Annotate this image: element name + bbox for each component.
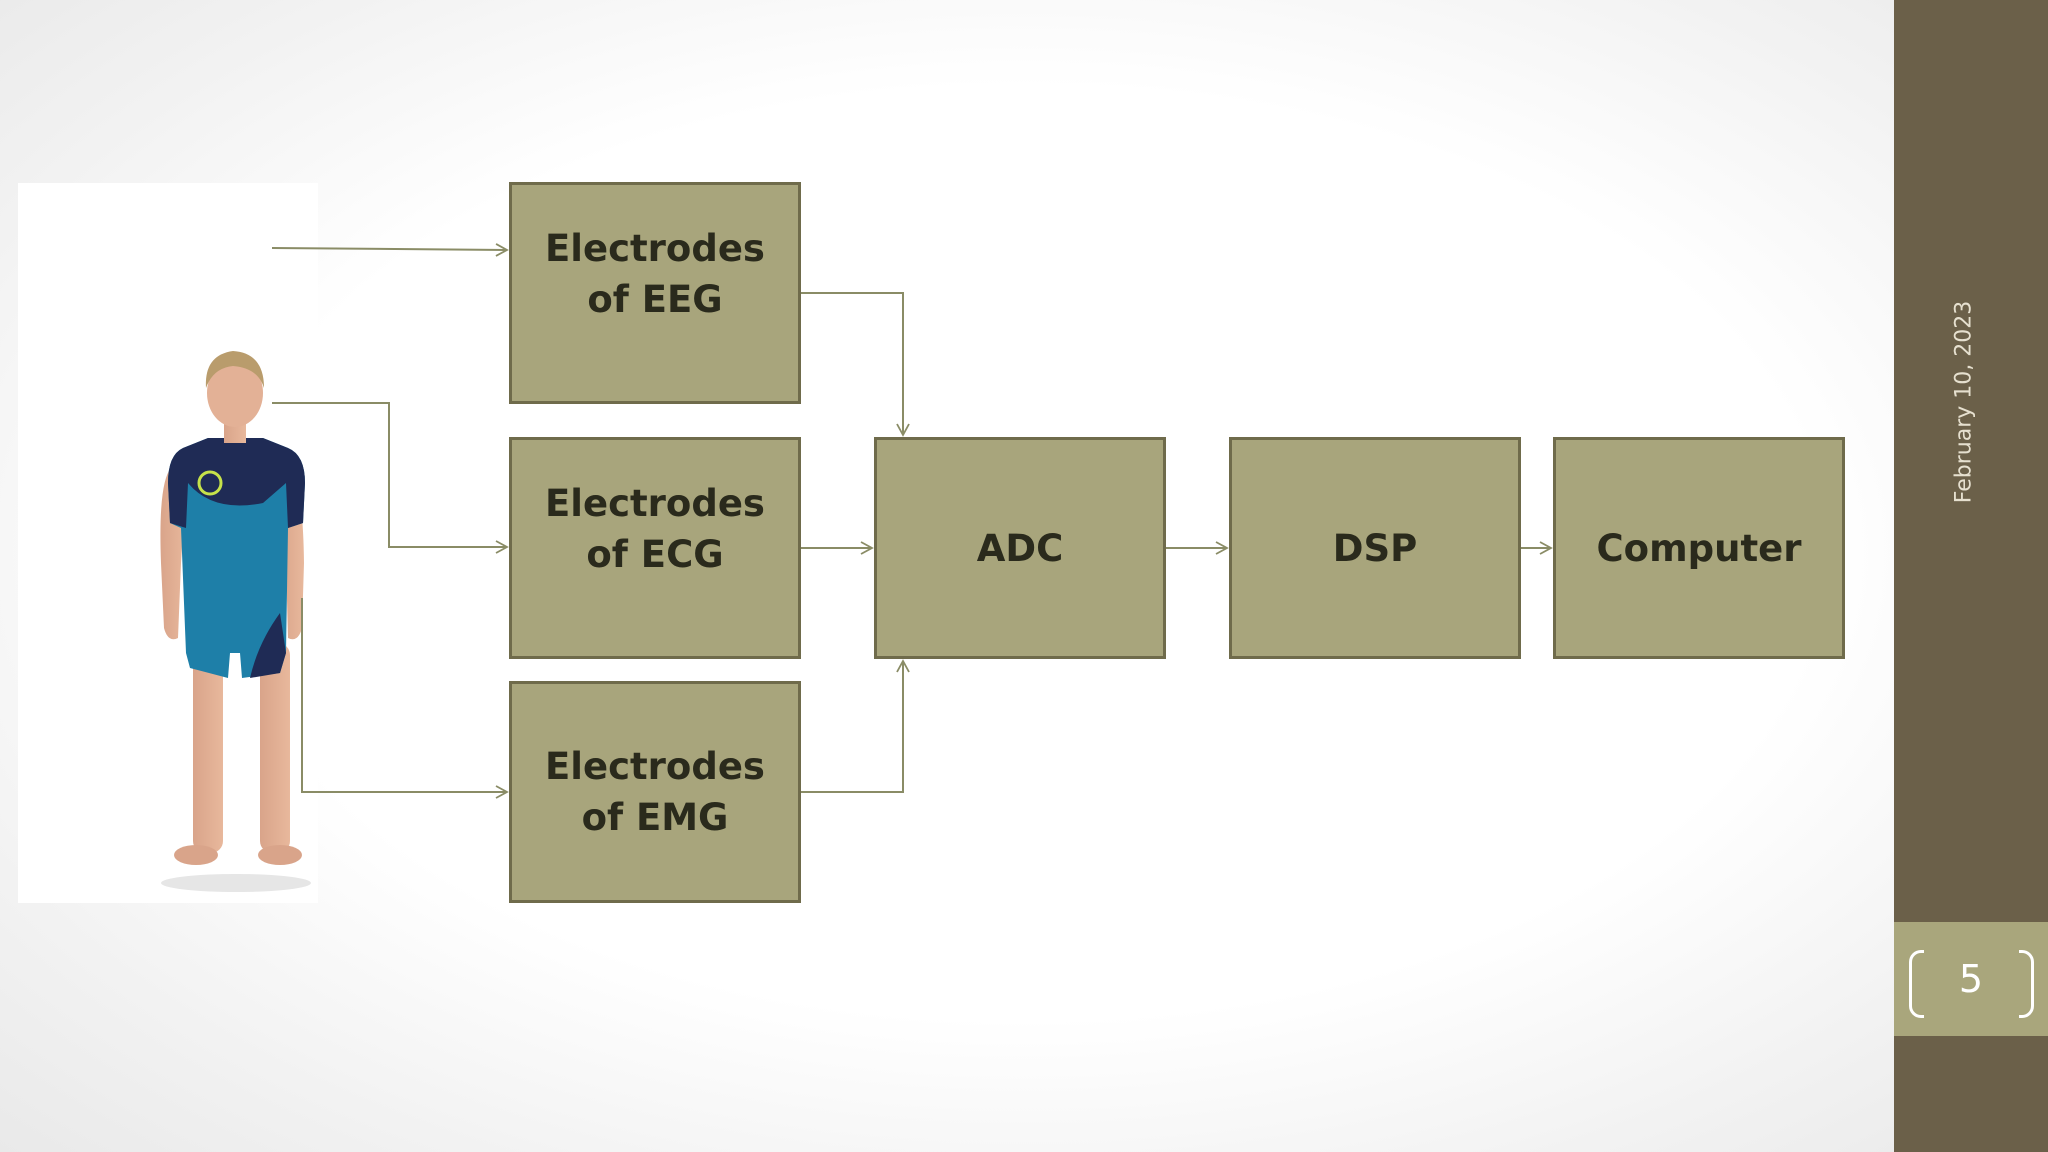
dsp-box: DSP [1229, 437, 1521, 659]
eeg-electrodes-label: Electrodes of EEG [545, 227, 765, 321]
adc-label: ADC [976, 526, 1064, 570]
arrow-emg-to-adc [801, 659, 910, 793]
left-bracket-decoration [1909, 950, 1924, 1018]
computer-box: Computer [1553, 437, 1845, 659]
slide-date: February 10, 2023 [1951, 300, 1977, 504]
dsp-label: DSP [1332, 526, 1418, 570]
emg-electrodes-box: Electrodes of EMG [509, 681, 801, 903]
person-wetsuit-image [160, 351, 311, 892]
person-photo [18, 183, 318, 903]
eeg-electrodes-box: Electrodes of EEG [509, 182, 801, 404]
ecg-electrodes-box: Electrodes of ECG [509, 437, 801, 659]
arrow-head-to-eeg [271, 243, 509, 257]
computer-label: Computer [1596, 526, 1802, 570]
adc-box: ADC [874, 437, 1166, 659]
ecg-electrodes-label: Electrodes of ECG [545, 482, 765, 576]
arrow-eeg-to-adc [801, 292, 910, 437]
right-bracket-decoration [2019, 950, 2034, 1018]
emg-electrodes-label: Electrodes of EMG [545, 745, 765, 839]
page-number: 5 [1958, 957, 1984, 1001]
arrow-chest-to-ecg [272, 402, 509, 554]
arrow-leg-to-emg [301, 598, 509, 799]
